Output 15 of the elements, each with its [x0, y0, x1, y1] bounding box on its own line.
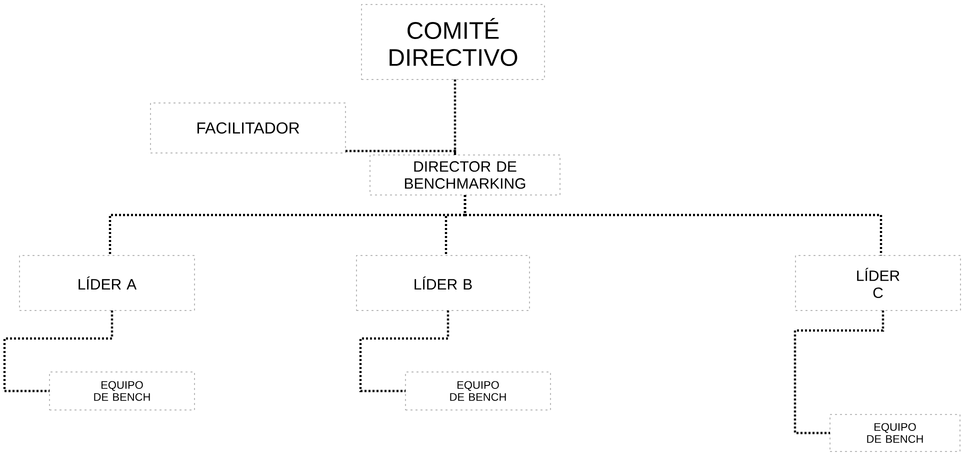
committee-box: COMITÉ DIRECTIVO [361, 4, 545, 80]
connector-line [3, 310, 114, 392]
connector-line [464, 195, 882, 256]
leader-box: LÍDER C [795, 255, 961, 311]
team-box: EQUIPO DE BENCH [405, 372, 551, 410]
connector-line [346, 150, 456, 155]
connector-line [359, 310, 450, 392]
director-box: DIRECTOR DE BENCHMARKING [370, 154, 560, 196]
leader-box: LÍDER B [356, 255, 530, 311]
facilitator-box: FACILITADOR [150, 102, 346, 154]
connector-line [794, 310, 884, 434]
connector-line [454, 80, 456, 155]
leader-box: LÍDER A [19, 255, 195, 311]
team-box: EQUIPO DE BENCH [49, 372, 195, 410]
team-box: EQUIPO DE BENCH [830, 414, 960, 452]
